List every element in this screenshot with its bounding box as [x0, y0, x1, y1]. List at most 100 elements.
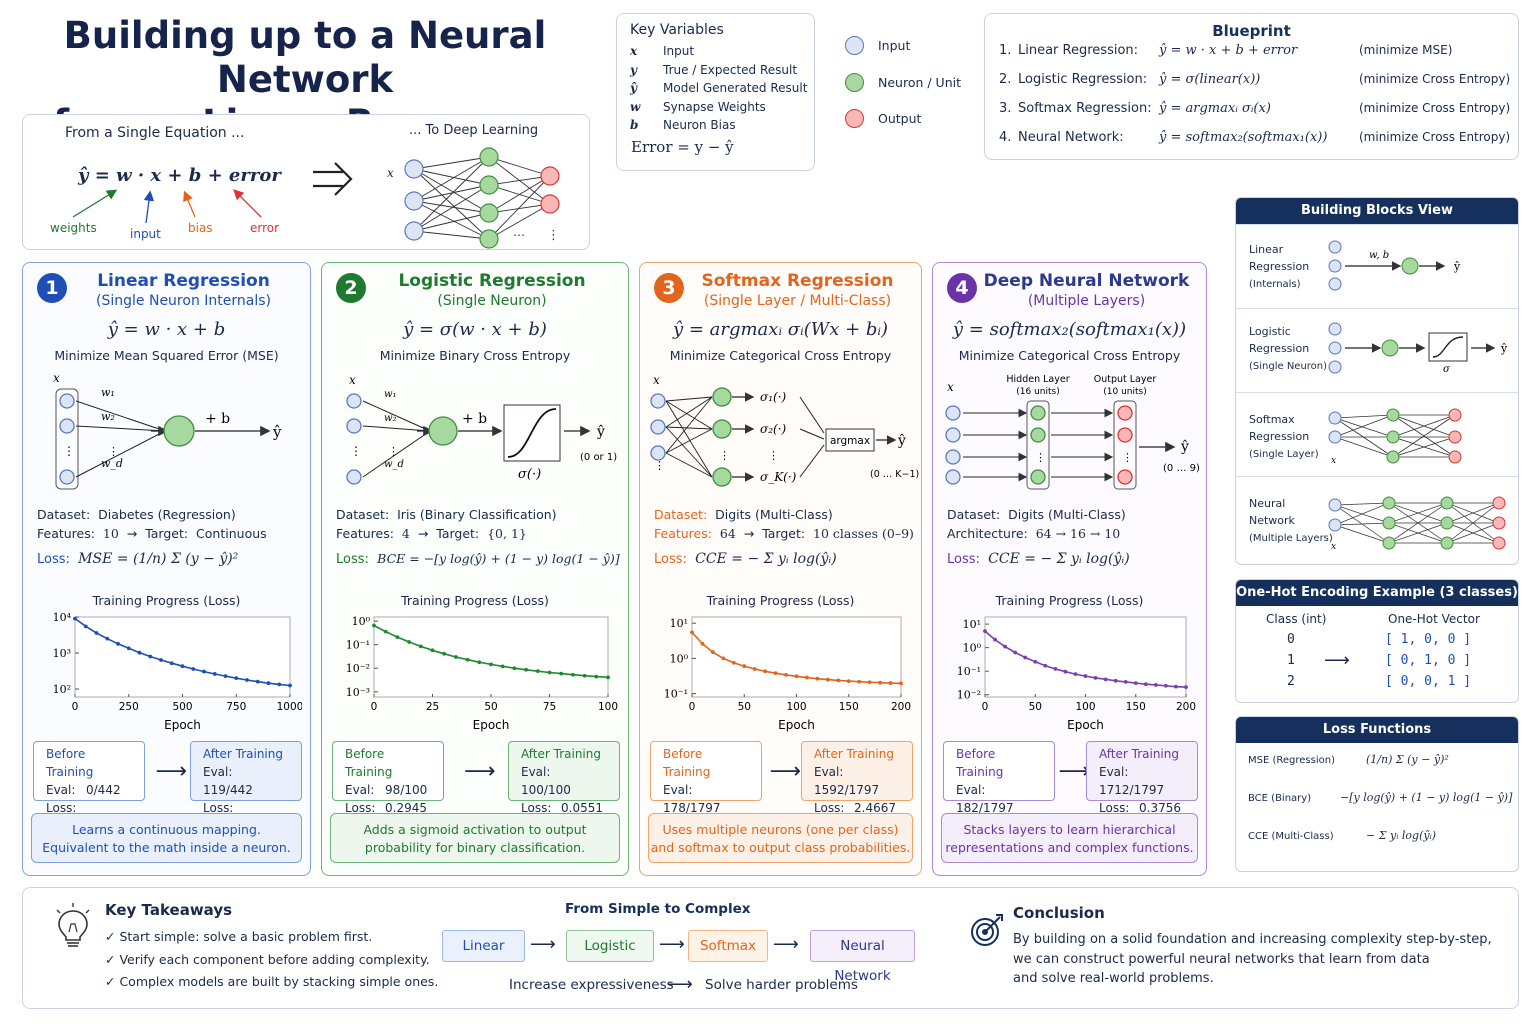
intro-box: From a Single Equation ... ... To Deep L… — [22, 114, 590, 250]
panel-4: 4 Deep Neural Network (Multiple Layers) … — [932, 262, 1207, 876]
y-tick-label: 10¹ — [963, 618, 981, 631]
loss-point — [180, 664, 185, 669]
ellipsis-icon: ⋮ — [350, 444, 362, 458]
legend-swatch — [845, 36, 864, 55]
loss-point — [1013, 650, 1018, 655]
panel-3: 3 Softmax Regression (Single Layer / Mul… — [639, 262, 922, 876]
diagram-label: (0 … 9) — [1163, 463, 1200, 474]
loss-point — [372, 623, 376, 628]
y-tick-label: 10⁻² — [957, 689, 981, 702]
x-tick-label: 25 — [426, 701, 439, 713]
input-node — [650, 393, 666, 409]
conclusion-line: we can construct powerful neural network… — [1013, 951, 1430, 967]
loss-point — [594, 674, 599, 679]
diagram-label: Output Layer — [1094, 374, 1157, 385]
loss-point — [1093, 675, 1098, 680]
neuron-node — [428, 416, 458, 446]
loss-point — [582, 673, 587, 678]
chart-title: Training Progress (Loss) — [706, 593, 855, 608]
loss-formula: Loss: CCE = − Σ yᵢ log(ŷᵢ) — [654, 551, 837, 567]
diagram-label: σ_K(·) — [760, 470, 797, 484]
flow-left-label: Increase expressiveness — [509, 977, 674, 993]
panel-objective: Minimize Categorical Cross Entropy — [669, 348, 892, 363]
loss-point — [825, 677, 830, 682]
before-after-arrow-icon: ⟶ — [155, 759, 188, 784]
before-training-box: Before Training Eval:98/100 Loss:0.2945 — [332, 741, 444, 815]
panel-formula: ŷ = w · x + b — [107, 319, 226, 340]
before-after-arrow-icon: ⟶ — [1058, 759, 1091, 784]
x-tick-label: 75 — [543, 701, 556, 713]
panel-objective: Minimize Binary Cross Entropy — [379, 348, 571, 363]
loss-point — [1023, 655, 1028, 660]
diagram-label: ŷ — [272, 423, 282, 441]
loss-point — [742, 664, 747, 669]
panel-number-badge: 3 — [654, 273, 684, 303]
intro-left-title: From a Single Equation ... — [65, 125, 245, 141]
output-node — [1117, 405, 1133, 421]
loss-point — [105, 636, 110, 641]
loss-point — [255, 679, 260, 684]
y-tick-label: 10⁻² — [346, 662, 370, 675]
input-label: input — [130, 227, 161, 241]
connection-line — [799, 396, 825, 434]
loss-point — [1033, 659, 1038, 664]
intro-equation: ŷ = w · x + b + error — [78, 165, 281, 186]
connection-line — [665, 426, 713, 478]
loss-point — [752, 667, 757, 671]
intro-annotation-arrows: x ⋯⋮ — [72, 147, 560, 249]
loss-point — [191, 667, 196, 671]
loss-point — [159, 658, 163, 662]
loss-point — [836, 678, 841, 683]
dataset-line: Dataset: Digits (Multi-Class) — [654, 507, 833, 522]
loss-formula: Loss: MSE = (1/n) Σ (y − ŷ)² — [37, 551, 239, 567]
y-tick-label: 10² — [53, 683, 71, 696]
input-node — [59, 469, 75, 485]
input-node — [59, 418, 75, 434]
diagram-label: σ(·) — [518, 467, 541, 482]
onehot-col2: One-Hot Vector — [1388, 612, 1480, 626]
connection-line — [665, 400, 713, 430]
ellipsis-icon: ⋮ — [108, 445, 119, 458]
loss-point — [245, 678, 249, 682]
y-tick-label: 10³ — [53, 647, 71, 660]
loss-point — [1153, 683, 1158, 687]
y-tick-label: 10⁻¹ — [346, 639, 370, 652]
diagram-label: (10 units) — [1103, 387, 1146, 397]
y-tick-label: 10⁻³ — [346, 686, 370, 699]
before-training-box: Before Training Eval:182/1797 Loss:9.792… — [943, 741, 1055, 833]
loss-functions-title: Loss Functions — [1236, 717, 1518, 743]
ellipsis-icon: ⋮ — [1035, 451, 1046, 464]
legend-item: Input — [845, 36, 961, 73]
loss-point — [234, 676, 239, 681]
loss-function-row: BCE (Binary)−[y log(ŷ) + (1 − y) log(1 −… — [1248, 791, 1513, 804]
loss-point — [899, 681, 903, 686]
loss-point — [1184, 685, 1188, 690]
target-icon — [971, 914, 1003, 946]
loss-point — [277, 682, 282, 687]
x-tick-label: 100 — [786, 701, 806, 713]
y-tick-label: 10⁴ — [53, 611, 72, 624]
connection-line — [665, 396, 713, 402]
loss-point — [454, 655, 458, 659]
loss-point — [867, 680, 872, 685]
loss-point — [83, 624, 88, 629]
y-tick-label: 10⁰ — [352, 615, 371, 628]
panel-title: Logistic Regression — [398, 271, 586, 291]
x-tick-label: 0 — [982, 701, 989, 713]
panel-subtitle: (Multiple Layers) — [1027, 293, 1146, 309]
loss-point — [1113, 678, 1118, 683]
loss-formula: Loss: CCE = − Σ yᵢ log(ŷᵢ) — [947, 551, 1130, 567]
loss-point — [993, 637, 997, 642]
y-tick-label: 10⁻¹ — [957, 665, 981, 678]
diagram-label: ŷ — [1180, 438, 1189, 455]
loss-point — [383, 629, 388, 634]
loss-point — [223, 674, 228, 679]
